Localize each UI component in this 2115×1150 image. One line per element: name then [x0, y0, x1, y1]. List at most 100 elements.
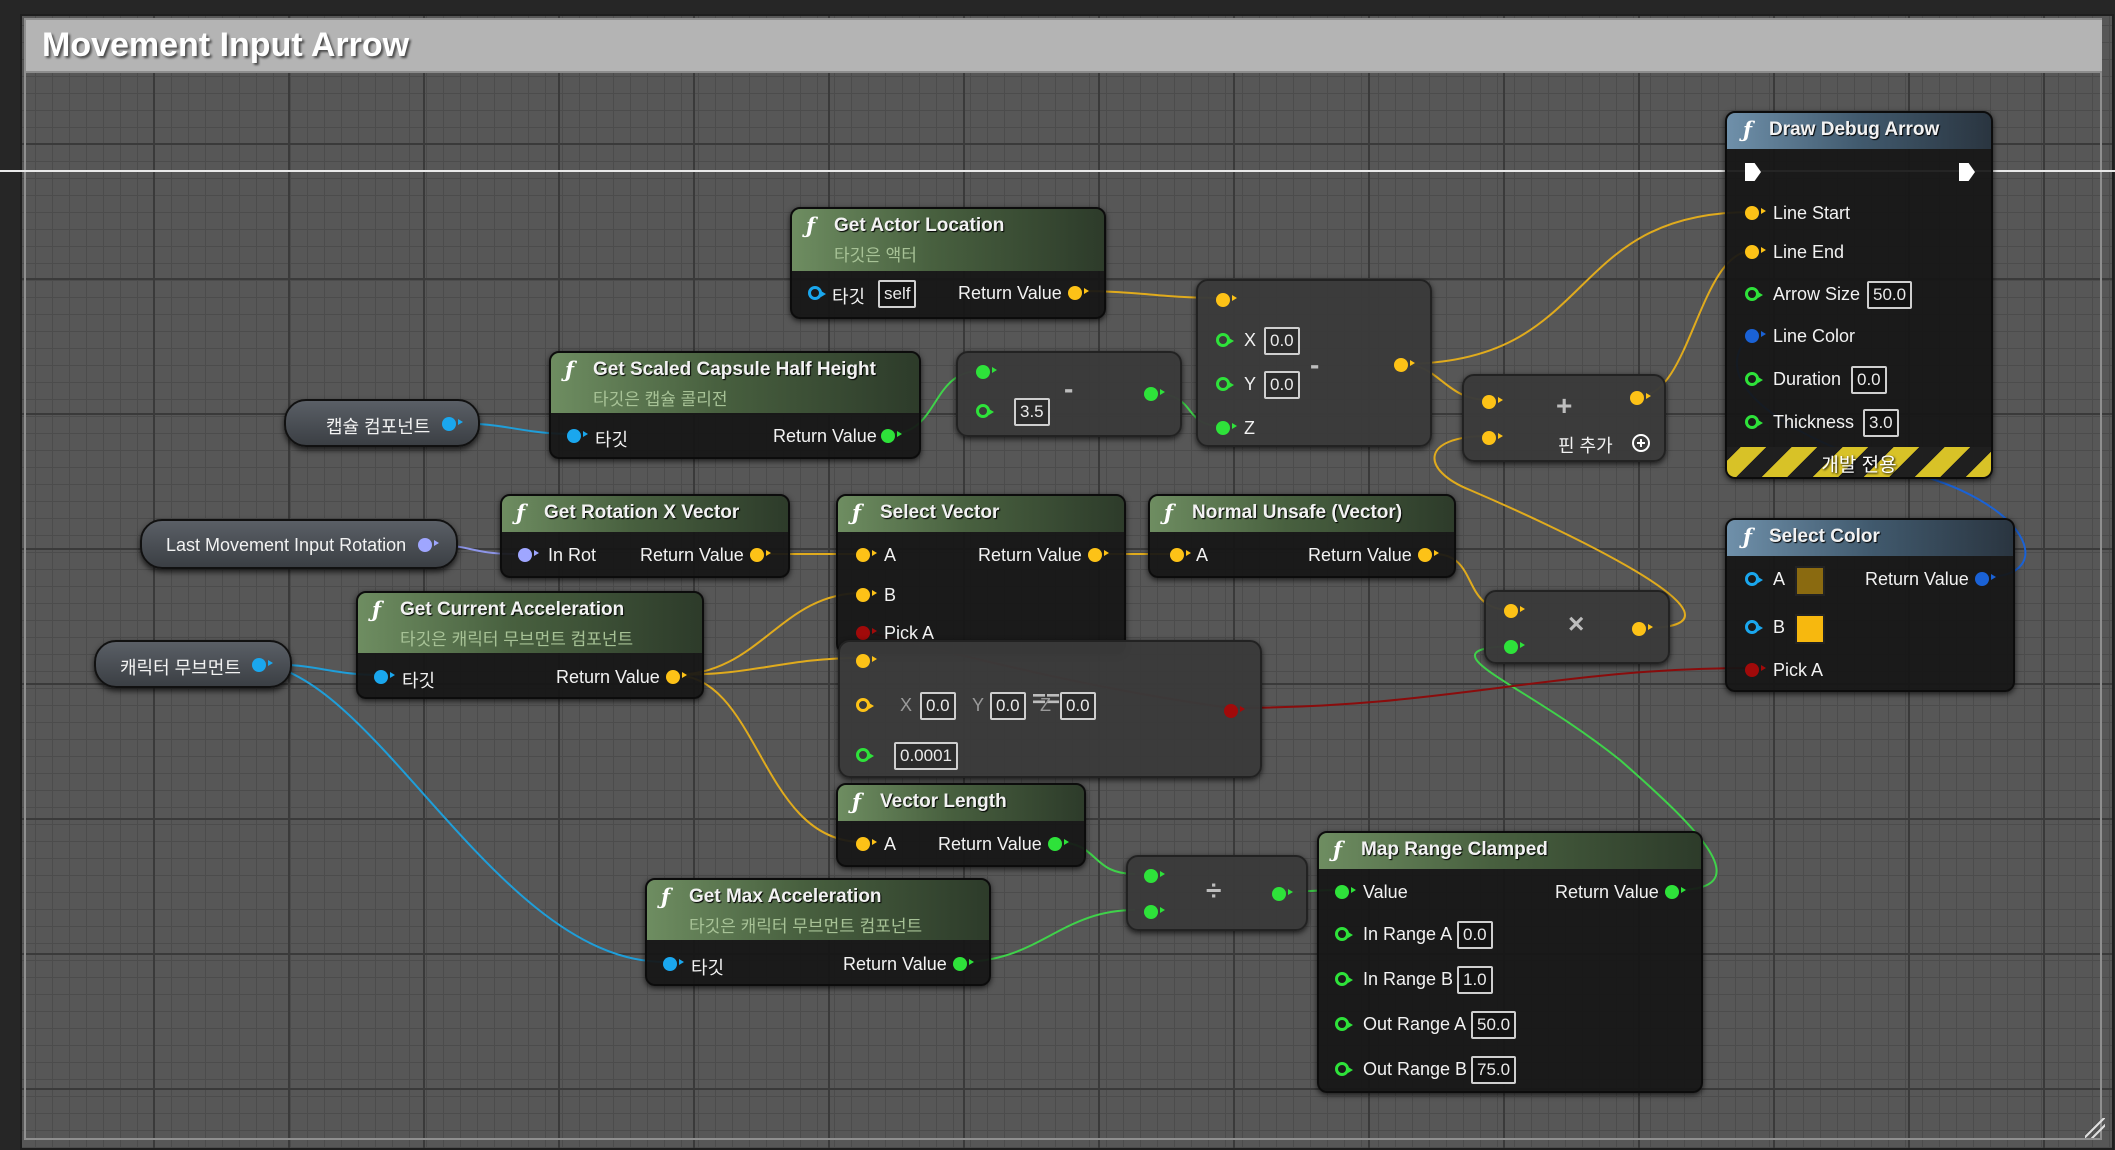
get-current-acceleration-node[interactable]: ƒ Get Current Acceleration 타깃은 캐릭터 무브먼트 …: [356, 591, 704, 699]
y-value-field[interactable]: 0.0: [990, 692, 1026, 720]
in-range-a-pin[interactable]: [1335, 927, 1353, 941]
duration-field[interactable]: 0.0: [1851, 366, 1887, 394]
x-value-field[interactable]: 0.0: [1264, 327, 1300, 355]
b-pin[interactable]: [1745, 620, 1763, 634]
subtract-vector-node[interactable]: X 0.0 Y 0.0 Z -: [1196, 279, 1432, 447]
variable-pin[interactable]: [418, 538, 439, 552]
a-pin[interactable]: [1216, 293, 1237, 307]
vector-length-node[interactable]: ƒ Vector Length A Return Value: [836, 783, 1086, 867]
in-rot-pin[interactable]: [518, 548, 539, 562]
return-value-pin[interactable]: [1068, 286, 1089, 300]
out-range-a-pin[interactable]: [1335, 1017, 1353, 1031]
in-range-b-field[interactable]: 1.0: [1457, 966, 1493, 994]
variable-pin[interactable]: [252, 658, 273, 672]
a-pin[interactable]: [1482, 395, 1503, 409]
normal-unsafe-vector-node[interactable]: ƒ Normal Unsafe (Vector) A Return Value: [1148, 494, 1456, 578]
b-pin[interactable]: [856, 588, 877, 602]
b-value-field[interactable]: 3.5: [1014, 398, 1050, 426]
thickness-pin[interactable]: [1745, 415, 1763, 429]
comment-header[interactable]: Movement Input Arrow: [26, 20, 2102, 73]
arrow-size-pin[interactable]: [1745, 287, 1763, 301]
resize-grip-icon[interactable]: [2085, 1118, 2105, 1138]
a-pin[interactable]: [1170, 548, 1191, 562]
a-pin[interactable]: [856, 837, 877, 851]
color-a-swatch[interactable]: [1795, 566, 1825, 596]
return-value-pin[interactable]: [953, 957, 974, 971]
value-pin[interactable]: [1335, 885, 1356, 899]
result-pin[interactable]: [1632, 622, 1653, 636]
result-pin[interactable]: [1630, 391, 1651, 405]
a-pin[interactable]: [856, 548, 877, 562]
map-range-clamped-node[interactable]: ƒ Map Range Clamped Value Return Value I…: [1317, 831, 1703, 1093]
line-end-pin[interactable]: [1745, 245, 1766, 259]
tolerance-field[interactable]: 0.0001: [894, 742, 958, 770]
b-pin[interactable]: [976, 404, 994, 418]
return-value-pin[interactable]: [881, 429, 902, 443]
out-range-b-pin[interactable]: [1335, 1062, 1353, 1076]
select-color-node[interactable]: ƒ Select Color A Return Value B Pick A: [1725, 518, 2015, 692]
character-movement-variable[interactable]: 캐릭터 무브먼트: [94, 640, 292, 688]
return-value-pin[interactable]: [1665, 885, 1686, 899]
a-pin[interactable]: [1504, 604, 1525, 618]
return-value-pin[interactable]: [1418, 548, 1439, 562]
b-pin[interactable]: [856, 698, 874, 712]
target-pin[interactable]: [374, 670, 395, 684]
add-pin-icon[interactable]: [1632, 434, 1650, 452]
result-pin[interactable]: [1394, 358, 1415, 372]
a-pin[interactable]: [976, 365, 997, 379]
z-pin[interactable]: [1216, 421, 1237, 435]
capsule-component-variable[interactable]: 캡슐 컴포넌트: [284, 399, 480, 447]
line-start-pin[interactable]: [1745, 206, 1766, 220]
out-range-b-field[interactable]: 75.0: [1471, 1056, 1517, 1084]
result-pin[interactable]: [1224, 704, 1245, 718]
in-range-a-field[interactable]: 0.0: [1457, 921, 1493, 949]
variable-pin[interactable]: [442, 417, 463, 431]
arrow-size-field[interactable]: 50.0: [1867, 281, 1913, 309]
duration-pin[interactable]: [1745, 372, 1763, 386]
draw-debug-arrow-node[interactable]: ƒ Draw Debug Arrow Line Start Line End A…: [1725, 111, 1993, 479]
get-rotation-x-vector-node[interactable]: ƒ Get Rotation X Vector In Rot Return Va…: [500, 494, 790, 578]
select-vector-node[interactable]: ƒ Select Vector A Return Value B Pick A: [836, 494, 1126, 654]
return-value-pin[interactable]: [666, 670, 687, 684]
b-pin[interactable]: [1504, 640, 1525, 654]
return-value-pin[interactable]: [1975, 572, 1996, 586]
target-pin[interactable]: [808, 286, 826, 300]
get-max-acceleration-node[interactable]: ƒ Get Max Acceleration 타깃은 캐릭터 무브먼트 컴포넌트…: [645, 878, 991, 986]
target-pin[interactable]: [567, 429, 588, 443]
y-value-field[interactable]: 0.0: [1264, 371, 1300, 399]
a-pin[interactable]: [1745, 572, 1763, 586]
x-pin[interactable]: [1216, 333, 1234, 347]
exec-in-pin[interactable]: [1745, 163, 1761, 181]
target-self-field[interactable]: self: [878, 280, 917, 308]
pick-a-pin[interactable]: [1745, 663, 1766, 677]
z-value-field[interactable]: 0.0: [1060, 692, 1096, 720]
a-pin[interactable]: [856, 654, 877, 668]
multiply-vector-node[interactable]: ×: [1484, 590, 1670, 664]
get-actor-location-node[interactable]: ƒ Get Actor Location 타깃은 액터 타깃 self Retu…: [790, 207, 1106, 319]
tolerance-pin[interactable]: [856, 748, 874, 762]
out-range-a-field[interactable]: 50.0: [1471, 1011, 1517, 1039]
pick-a-pin[interactable]: [856, 626, 877, 640]
divide-float-node[interactable]: ÷: [1126, 855, 1308, 931]
a-pin[interactable]: [1144, 869, 1165, 883]
y-pin[interactable]: [1216, 377, 1234, 391]
return-value-pin[interactable]: [750, 548, 771, 562]
b-pin[interactable]: [1144, 905, 1165, 919]
result-pin[interactable]: [1272, 887, 1293, 901]
get-scaled-capsule-half-height-node[interactable]: ƒ Get Scaled Capsule Half Height 타깃은 캡슐 …: [549, 351, 921, 459]
in-range-b-pin[interactable]: [1335, 972, 1353, 986]
return-value-pin[interactable]: [1088, 548, 1109, 562]
thickness-field[interactable]: 3.0: [1863, 409, 1899, 437]
target-pin[interactable]: [663, 957, 684, 971]
subtract-float-node[interactable]: 3.5 -: [956, 351, 1182, 437]
exec-out-pin[interactable]: [1959, 163, 1975, 181]
comment-box[interactable]: [24, 18, 2102, 1140]
x-value-field[interactable]: 0.0: [920, 692, 956, 720]
color-b-swatch[interactable]: [1795, 614, 1825, 644]
add-vector-node[interactable]: + 핀 추가: [1462, 374, 1666, 462]
result-pin[interactable]: [1144, 387, 1165, 401]
last-movement-input-rotation-variable[interactable]: Last Movement Input Rotation: [140, 519, 458, 569]
equal-vector-node[interactable]: X 0.0 Y 0.0 == Z 0.0 0.0001: [838, 640, 1262, 778]
return-value-pin[interactable]: [1048, 837, 1069, 851]
line-color-pin[interactable]: [1745, 329, 1766, 343]
